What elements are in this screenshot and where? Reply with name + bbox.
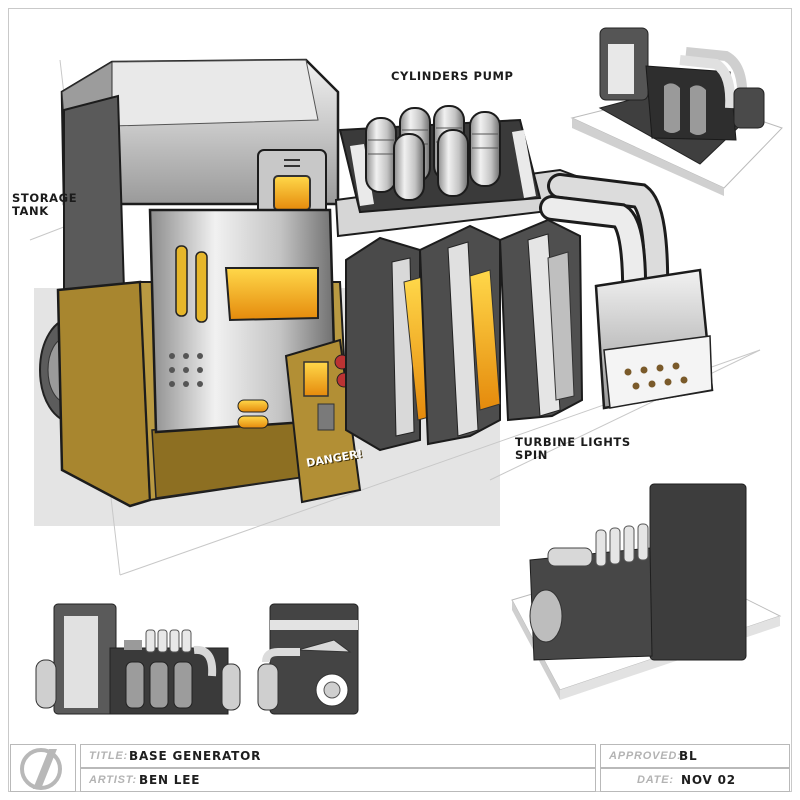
concept-art	[29, 27, 783, 715]
title-value: BASE GENERATOR	[129, 749, 262, 763]
end-vent-holes	[624, 362, 688, 390]
date-value: NOV 02	[681, 773, 736, 787]
title-label: TITLE:	[89, 750, 129, 762]
date-row: DATE: NOV 02	[600, 768, 790, 792]
cylinders	[365, 105, 501, 201]
date-label: DATE:	[637, 774, 674, 786]
thumbnail-end-view	[257, 603, 359, 715]
turbine-rings	[345, 218, 584, 452]
fuel-window	[224, 267, 319, 322]
callout-cylinders-pump: CYLINDERS PUMP	[391, 69, 514, 83]
artist-label: ARTIST:	[89, 774, 137, 786]
tank-lower-gold	[56, 280, 152, 508]
callout-storage-tank: STORAGE TANK	[12, 191, 78, 218]
main-generator-render	[39, 58, 714, 508]
thumbnail-perspective-top	[570, 27, 783, 196]
logo-box	[10, 744, 76, 792]
thumbnail-side-view	[35, 603, 241, 715]
title-row: TITLE: BASE GENERATOR	[80, 744, 596, 768]
callout-turbine-lights: TURBINE LIGHTS SPIN	[515, 435, 631, 462]
vent-holes	[169, 353, 203, 387]
artist-value: BEN LEE	[139, 773, 201, 787]
approved-row: APPROVED: BL	[600, 744, 790, 768]
artist-row: ARTIST: BEN LEE	[80, 768, 596, 792]
approved-value: BL	[679, 749, 698, 763]
status-light	[273, 175, 311, 211]
approved-label: APPROVED:	[609, 750, 682, 762]
studio-logo-icon	[20, 748, 62, 790]
thumbnail-perspective-bottom	[511, 483, 782, 700]
